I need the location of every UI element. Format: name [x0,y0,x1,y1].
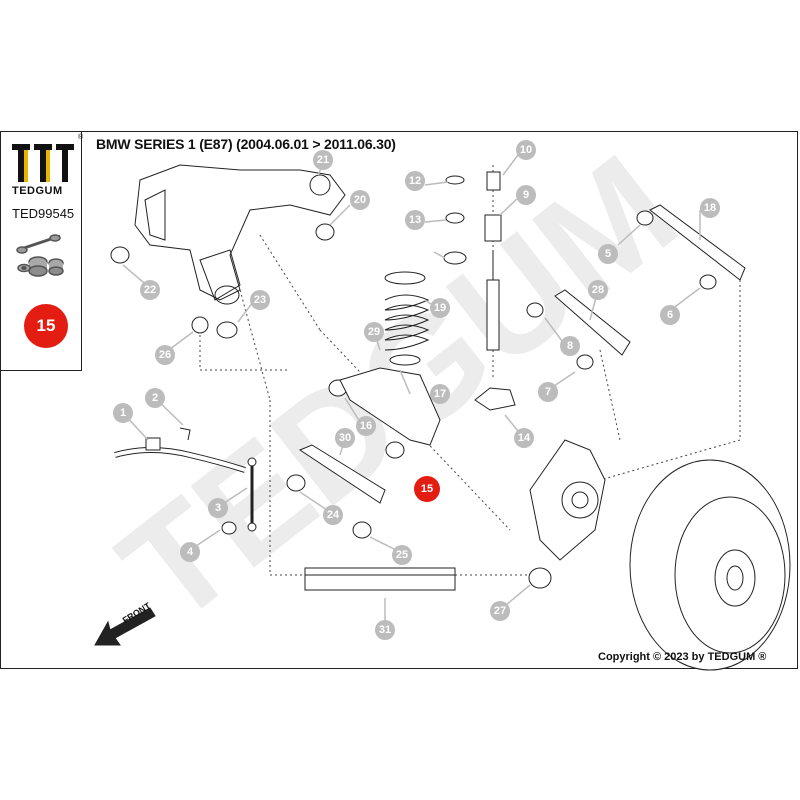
control-arm-28 [554,289,631,356]
logo-bar [34,144,52,150]
spring-coils [384,294,430,351]
bushing-27 [528,567,552,589]
spring-pad [384,271,426,285]
callout-7[interactable]: 7 [538,382,558,402]
top-mount-lower [443,251,467,265]
callout-24[interactable]: 24 [323,505,343,525]
subframe-bushing-21 [309,174,331,196]
bushing-15 [385,441,405,459]
callout-6[interactable]: 6 [660,305,680,325]
subframe-mount [199,249,241,301]
bushing-4 [221,521,237,535]
rear-subframe [134,164,346,301]
callout-5[interactable]: 5 [598,244,618,264]
dust-boot-9 [484,214,502,242]
callout-19[interactable]: 19 [430,298,450,318]
logo-bar [56,144,74,150]
subframe-bracket [144,189,166,241]
bushing-26 [191,316,209,334]
callout-14[interactable]: 14 [514,428,534,448]
callout-8[interactable]: 8 [560,336,580,356]
bushing-8 [526,302,544,318]
highlight-badge[interactable]: 15 [24,304,68,348]
subframe-bushing-23 [214,285,240,305]
callout-2[interactable]: 2 [145,388,165,408]
wheel-tire [629,459,791,671]
leader-line [239,289,271,401]
coil-spring-19 [384,271,430,366]
bump-stop-10 [486,171,501,191]
bushing-7 [576,354,594,370]
callout-25[interactable]: 25 [392,545,412,565]
callout-22[interactable]: 22 [140,280,160,300]
wheel-bearing [561,481,599,519]
shock-mount-14 [474,387,516,411]
bushing-23-lower [216,321,238,339]
bushing-22 [110,246,130,264]
page-title: BMW SERIES 1 (E87) (2004.06.01 > 2011.06… [96,136,396,152]
leader-line [319,329,511,531]
logo-bar [12,144,30,150]
callout-1[interactable]: 1 [113,403,133,423]
callout-4[interactable]: 4 [180,542,200,562]
control-arm-30 [298,444,386,504]
callout-29[interactable]: 29 [364,322,384,342]
stabilizer-bushing-1 [145,437,161,451]
callout-28[interactable]: 28 [588,280,608,300]
bushing-6 [699,274,717,290]
lower-arm-31 [304,567,456,591]
callout-15-highlight[interactable]: 15 [414,476,440,502]
callout-31[interactable]: 31 [375,620,395,640]
logo-bar [62,150,68,182]
leader-line [599,349,621,441]
bushing-25 [352,521,372,539]
callout-10[interactable]: 10 [516,140,536,160]
brand-name: TEDGUM [12,185,63,197]
kit-nut [49,234,61,242]
callout-21[interactable]: 21 [313,150,333,170]
front-arrow-icon [94,607,156,646]
callout-9[interactable]: 9 [516,185,536,205]
callout-12[interactable]: 12 [405,171,425,191]
stabilizer-clamp-2 [179,427,191,441]
diagram-frame [0,131,798,669]
control-arm-29 [339,367,441,446]
logo-stripe [46,150,50,182]
logo-bar [40,150,46,182]
registered-mark: ® [78,134,84,141]
bushing-5 [636,210,654,226]
callout-23[interactable]: 23 [250,290,270,310]
top-mount-12 [445,175,465,185]
top-mount-13 [445,212,465,224]
callout-26[interactable]: 26 [155,345,175,365]
control-arm-18 [649,204,746,281]
callout-13[interactable]: 13 [405,210,425,230]
callout-18[interactable]: 18 [700,198,720,218]
spring-pad-lower [389,354,421,366]
bushing-20 [315,223,335,241]
callout-27[interactable]: 27 [490,601,510,621]
kit-nut [16,246,28,254]
shock-absorber [486,279,500,351]
bushing-24 [286,474,306,492]
logo-stripe [24,150,28,182]
callout-17[interactable]: 17 [430,384,450,404]
wheel-hub-center [714,549,756,607]
wheel-rim [674,496,786,654]
callout-16[interactable]: 16 [356,416,376,436]
copyright-notice: Copyright © 2023 by TEDGUM ® [598,651,767,663]
kit-bushing-bottom [28,265,48,277]
sidebar-panel [0,131,82,371]
leader-line [259,234,321,331]
callout-3[interactable]: 3 [208,498,228,518]
part-number: TED99545 [12,206,75,221]
logo-bar [18,150,24,182]
callout-20[interactable]: 20 [350,190,370,210]
callout-30[interactable]: 30 [335,428,355,448]
leader-line [599,439,741,481]
drop-link-ball [247,457,257,467]
